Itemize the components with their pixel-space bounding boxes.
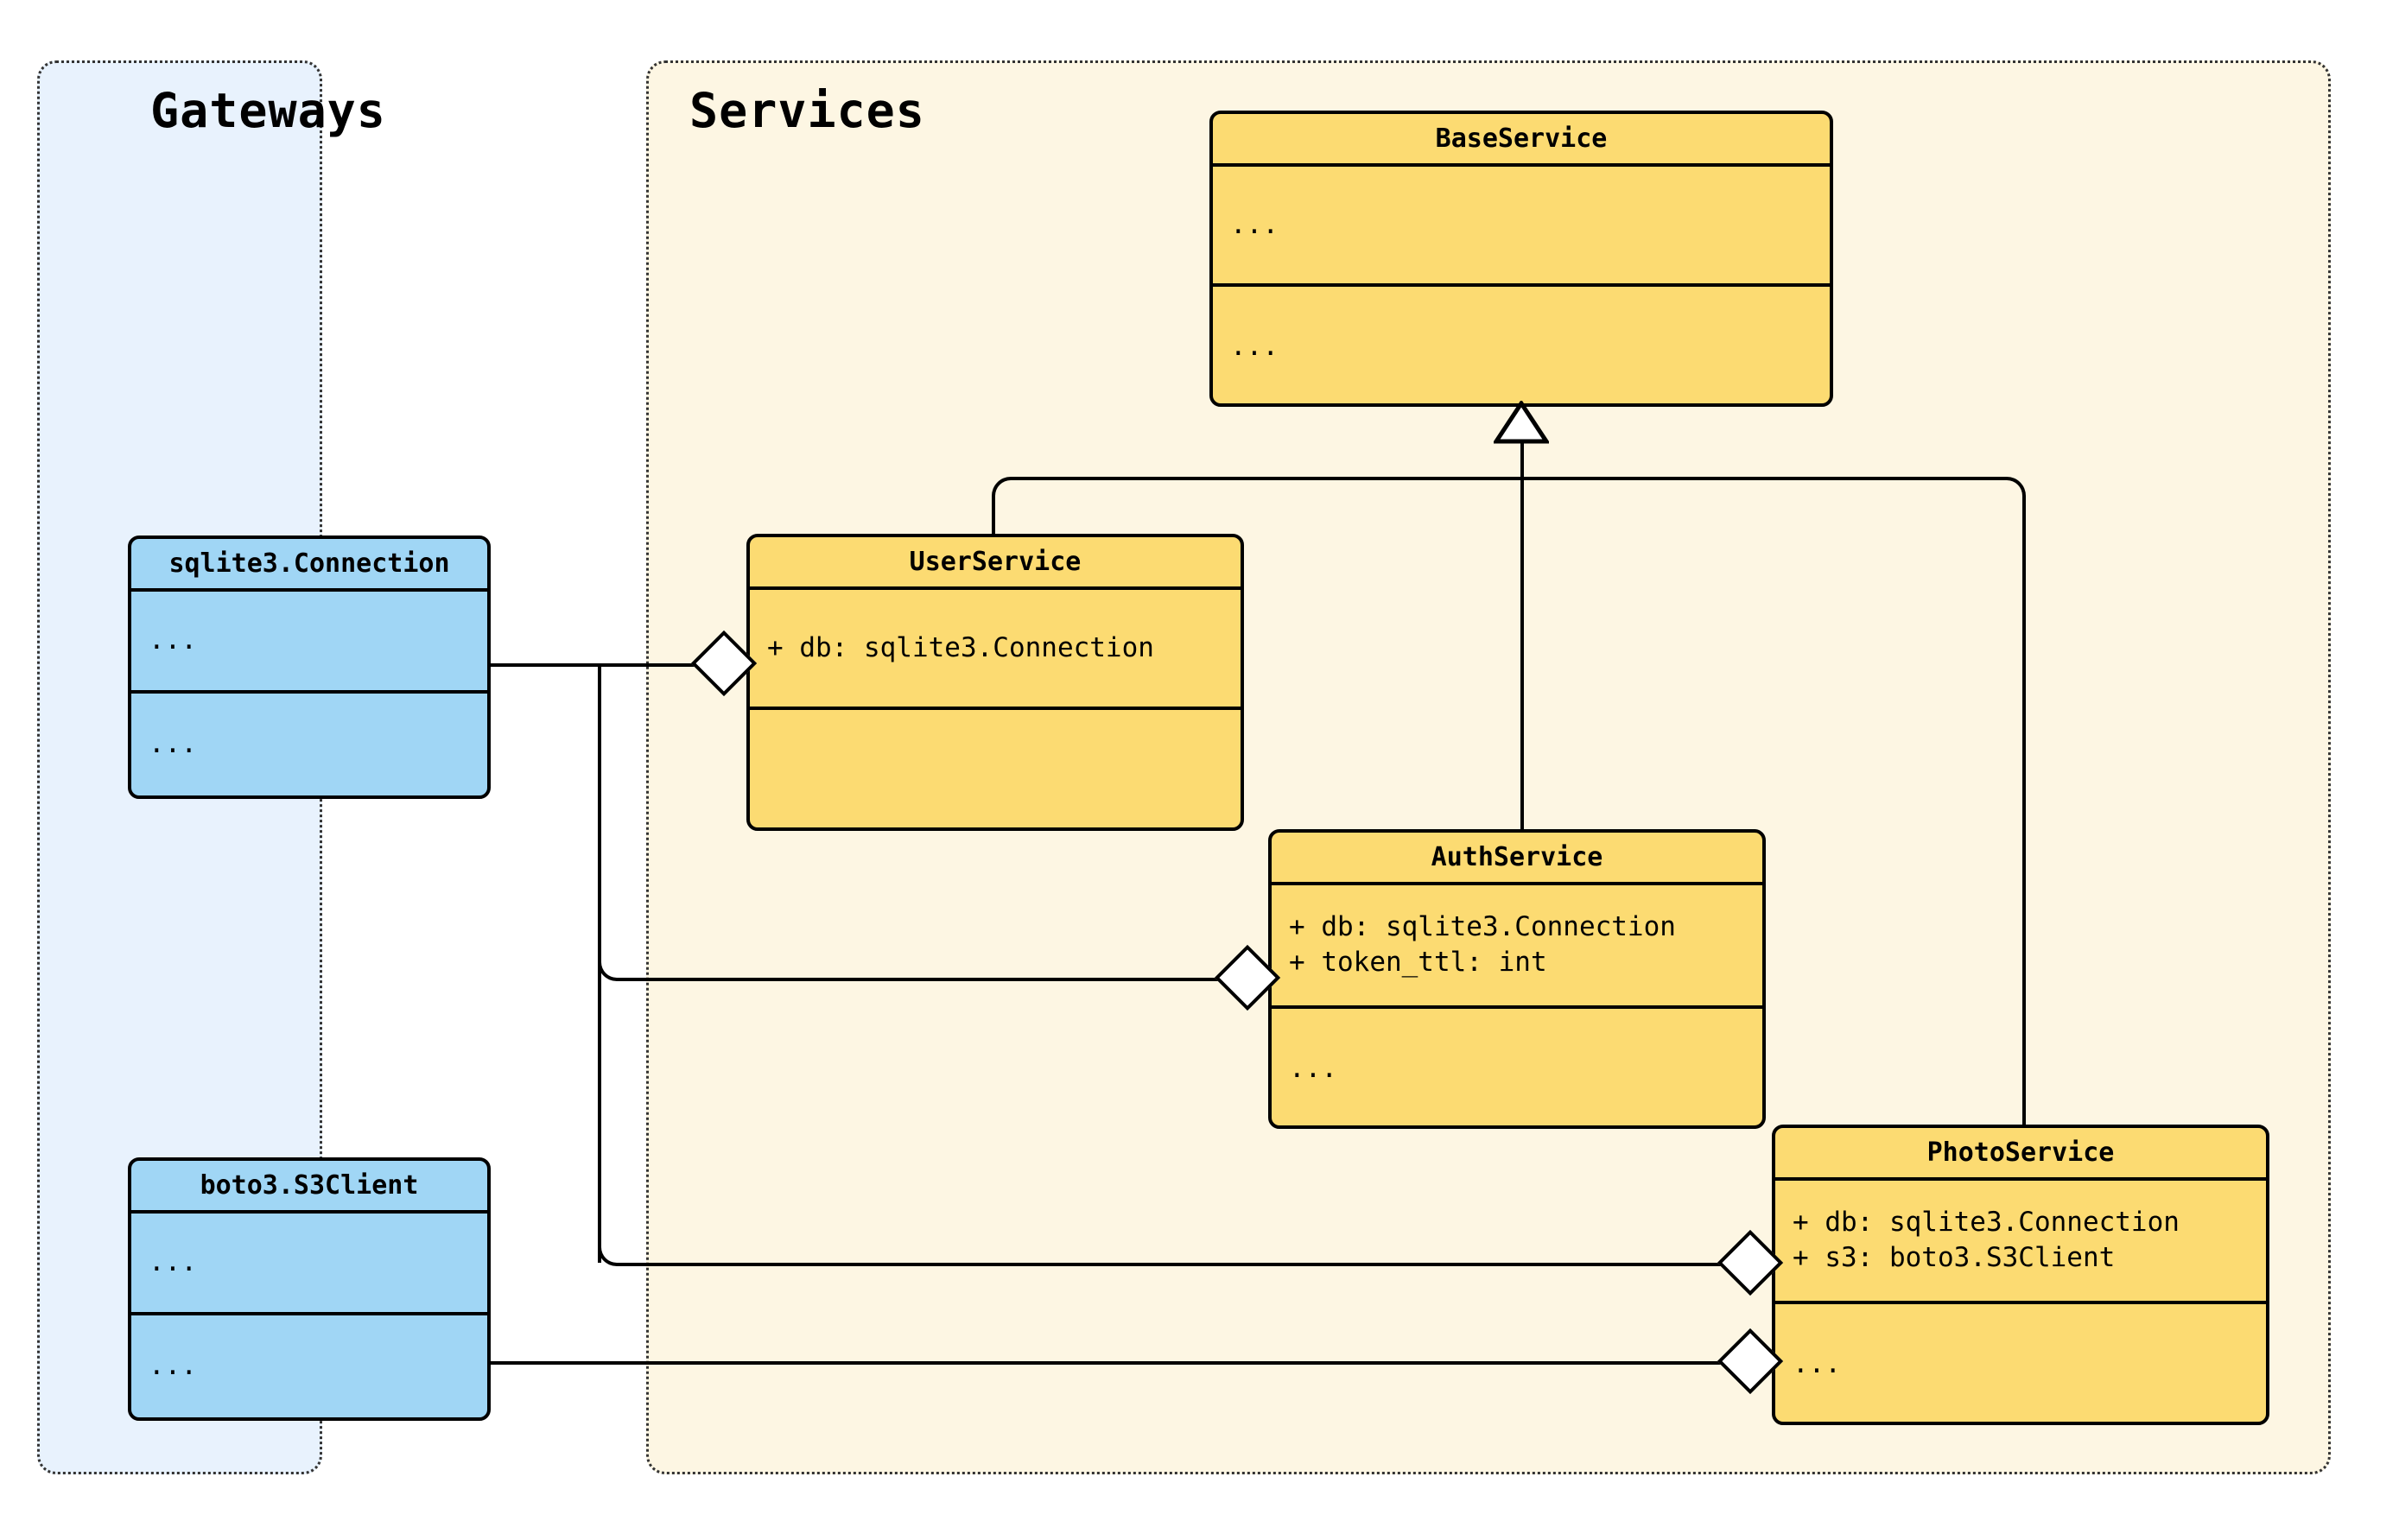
inheritance-triangle-icon (1494, 401, 1549, 444)
class-box-boto3-s3client[interactable]: boto3.S3Client ... ... (128, 1157, 491, 1421)
class-name-baseservice: BaseService (1213, 114, 1830, 167)
class-box-sqlite3-connection[interactable]: sqlite3.Connection ... ... (128, 536, 491, 799)
class-attributes-baseservice: ... (1213, 167, 1830, 287)
aggregation-sqlite-trunk (490, 663, 589, 667)
generalization-stem-baseservice (1520, 440, 1524, 478)
class-name-photoservice: PhotoService (1775, 1128, 2266, 1181)
aggregation-sqlite-corner-photoservice (598, 1244, 620, 1266)
aggregation-sqlite-corner-authservice (598, 959, 620, 981)
class-attributes-userservice: + db: sqlite3.Connection (750, 590, 1241, 710)
package-gateways-title: Gateways (150, 83, 386, 138)
class-name-authservice: AuthService (1272, 833, 1762, 885)
package-services-title: Services (689, 83, 925, 138)
aggregation-sqlite-to-authservice (619, 978, 1223, 981)
aggregation-sqlite-to-photoservice (619, 1263, 1727, 1266)
class-methods-baseservice: ... (1230, 330, 1279, 362)
class-box-userservice[interactable]: UserService + db: sqlite3.Connection (746, 534, 1244, 831)
class-attributes-authservice: + db: sqlite3.Connection + token_ttl: in… (1272, 885, 1762, 1009)
generalization-drop-userservice (992, 497, 995, 536)
class-methods-authservice: ... (1289, 1052, 1337, 1084)
aggregation-s3client-to-photoservice (490, 1361, 1727, 1365)
generalization-drop-photoservice (2022, 497, 2026, 1137)
class-box-baseservice[interactable]: BaseService ... ... (1209, 111, 1833, 407)
class-name-boto3-s3client: boto3.S3Client (131, 1161, 487, 1214)
generalization-corner-userservice (992, 477, 1014, 499)
generalization-spine-right (1520, 477, 2005, 480)
class-attributes-photoservice: + db: sqlite3.Connection + s3: boto3.S3C… (1775, 1181, 2266, 1304)
aggregation-sqlite-to-userservice (589, 663, 700, 667)
class-box-authservice[interactable]: AuthService + db: sqlite3.Connection + t… (1268, 829, 1766, 1129)
class-methods-sqlite3-connection: ... (149, 728, 197, 760)
class-methods-photoservice: ... (1793, 1347, 1841, 1379)
generalization-spine-left (1012, 477, 1524, 480)
class-box-photoservice[interactable]: PhotoService + db: sqlite3.Connection + … (1772, 1125, 2269, 1425)
generalization-drop-authservice (1520, 477, 1524, 831)
class-methods-boto3-s3client: ... (149, 1350, 197, 1382)
class-name-sqlite3-connection: sqlite3.Connection (131, 539, 487, 592)
generalization-corner-photoservice (2003, 477, 2026, 499)
class-attributes-boto3-s3client: ... (131, 1214, 487, 1315)
class-name-userservice: UserService (750, 537, 1241, 590)
class-methods-userservice (750, 710, 1241, 828)
class-attributes-sqlite3-connection: ... (131, 592, 487, 694)
